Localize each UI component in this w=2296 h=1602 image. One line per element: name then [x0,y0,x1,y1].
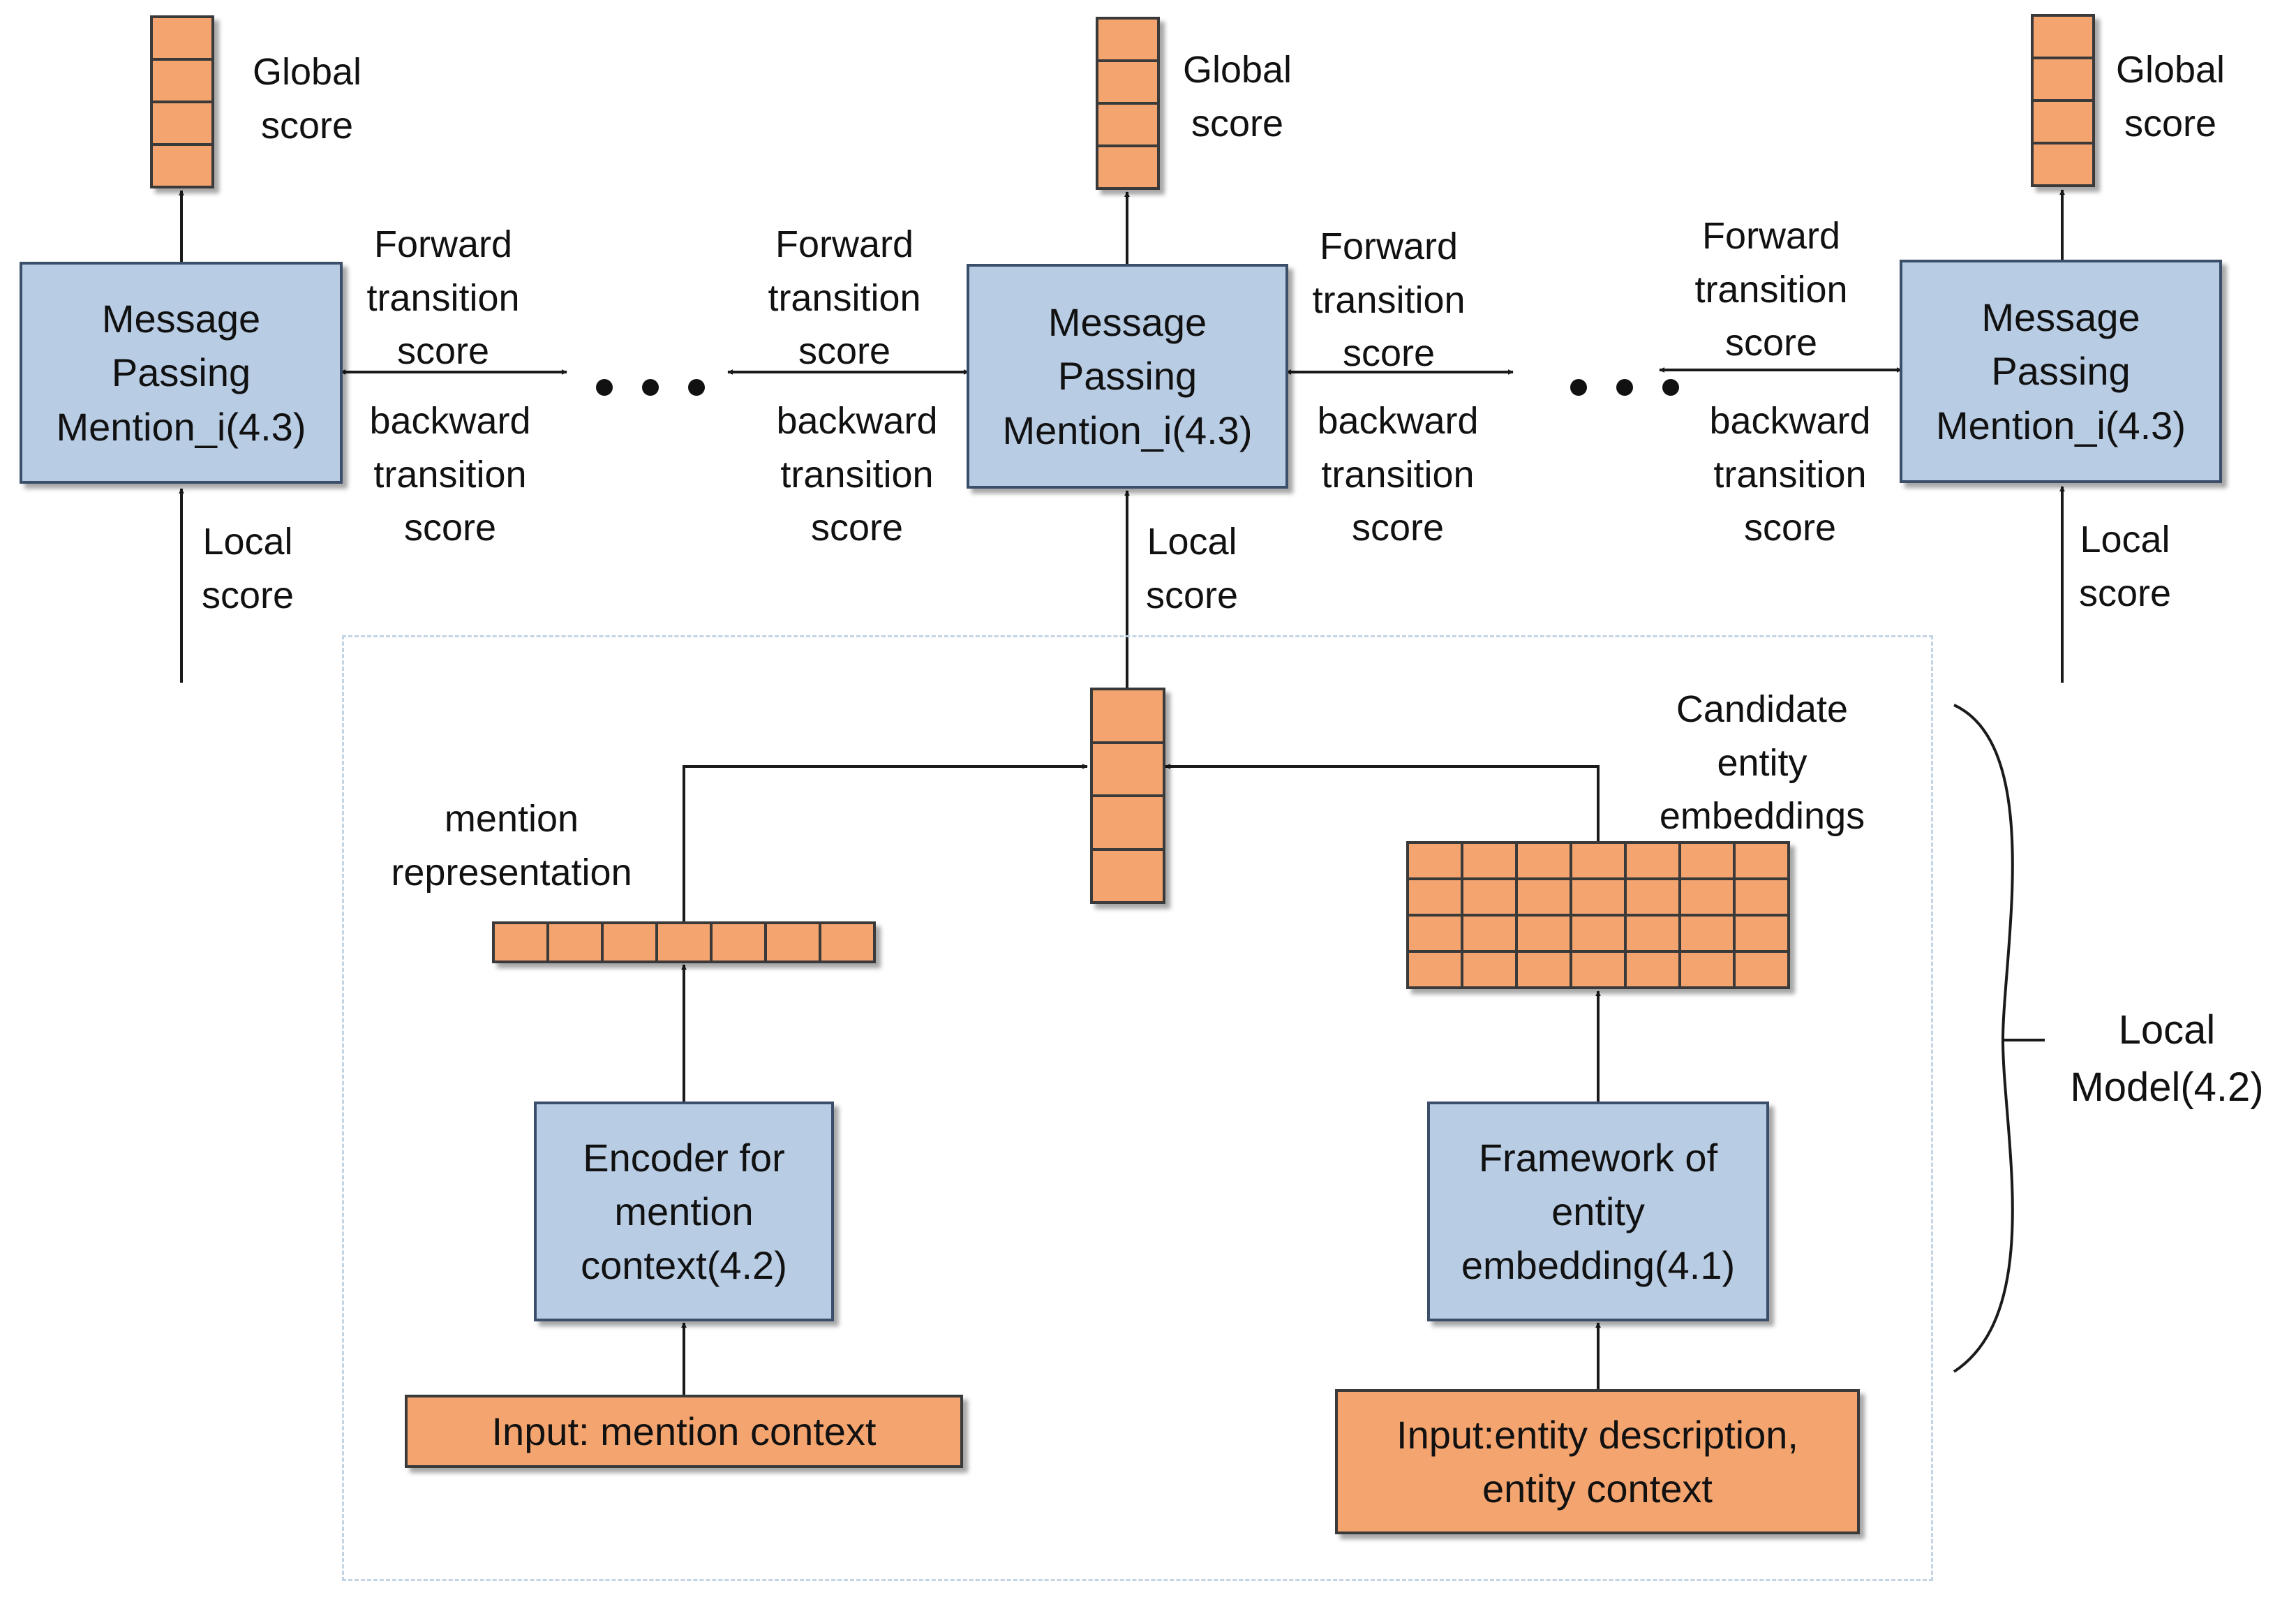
input-entity-box: Input:entity description, entity context [1335,1389,1860,1534]
global-score-label-2: Global score [1182,49,1292,144]
arrow-mention-rep-to-combined [683,764,1088,921]
ellipsis-2 [1570,379,1679,396]
mention-representation-vector [492,921,876,963]
global-score-label-3: Global score [2115,49,2226,144]
forward-transition-label-2: Forward transition score [768,223,921,373]
local-model-label: Local Model(4.2) [2070,1007,2264,1111]
backward-transition-label-4: backward transition score [1709,400,1871,549]
local-score-label-1: Local score [201,521,295,616]
backward-transition-label-2: backward transition score [776,400,938,549]
ellipsis-1 [596,379,705,396]
local-model-region [342,635,1933,1581]
input-mention-context-box: Input: mention context [405,1395,963,1468]
local-score-label-3: Local score [2078,519,2172,614]
combined-score-vector [1090,688,1165,904]
arrow-candidates-to-combined [1165,764,1600,841]
backward-transition-label-3: backward transition score [1317,400,1479,549]
message-passing-box-2: Message Passing Mention_i(4.3) [967,264,1288,489]
forward-transition-label-4: Forward transition score [1694,215,1848,364]
local-model-brace [1953,704,2045,1373]
forward-transition-label-3: Forward transition score [1312,225,1466,375]
global-score-label-1: Global score [252,51,362,147]
mention-representation-label: mention representation [391,798,632,893]
encoder-box: Encoder for mention context(4.2) [534,1102,834,1321]
framework-box: Framework of entity embedding(4.1) [1427,1102,1769,1321]
global-score-vector-3 [2031,14,2095,187]
local-score-label-2: Local score [1145,521,1239,616]
global-score-vector-2 [1096,17,1160,190]
candidate-entity-embeddings-matrix [1406,841,1790,989]
forward-transition-label-1: Forward transition score [366,223,520,373]
message-passing-box-1: Message Passing Mention_i(4.3) [20,262,343,484]
global-score-vector-1 [150,15,214,188]
backward-transition-label-1: backward transition score [369,400,531,549]
candidate-entity-embeddings-label: Candidate entity embeddings [1659,688,1865,838]
message-passing-box-3: Message Passing Mention_i(4.3) [1900,260,2222,483]
